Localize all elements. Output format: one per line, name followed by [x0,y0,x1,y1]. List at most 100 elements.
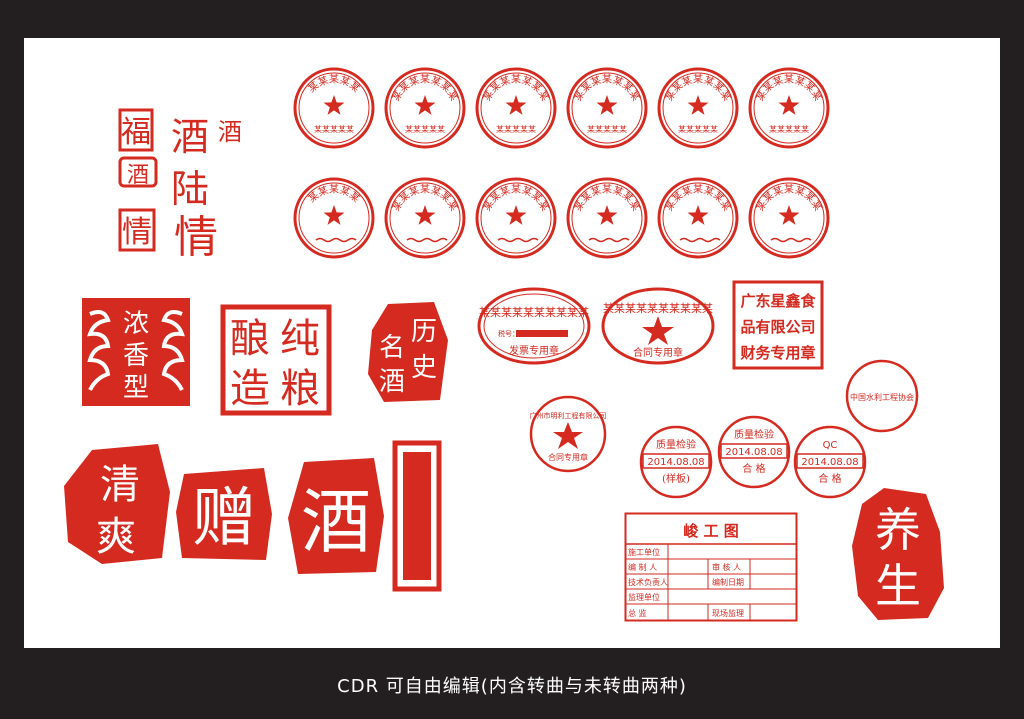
wave-pattern-icon [406,237,448,243]
round-seals-row-1: 某某某某某某某某某某某某某某某某某某某某某某某某某某某某某某某某某某某某某某某某… [293,67,830,149]
form-row-label: 编 制 人 [628,562,657,572]
star-icon [323,95,345,115]
seal-lishimingjiu: 历 史 名 酒 [368,302,448,402]
star-icon [596,205,618,225]
seal-glyph: 情 [122,215,152,250]
seal-glyph: 酒 [171,115,209,159]
form-row-label: 总 监 [628,608,647,618]
round-seal: 某某某某某某某 [657,177,739,259]
seal-chunliangniangzao: 纯 粮 酿 造 [220,304,332,416]
seal-bottom-text: 某某某某某 [314,125,354,134]
seal-glyph: 清 [100,462,140,508]
seal-glyph: 酒 [379,367,405,397]
star-icon [778,205,800,225]
qc-bottom-text: 合 格 [818,472,841,485]
seal-glyph: 养 [875,503,921,557]
small-round-seal-association: 中国水利工程协会 [845,359,919,433]
seal-qingshuang: 清 爽 [64,444,170,564]
seal-tax-label: 税号： [498,329,519,338]
star-icon [505,95,527,115]
seal-glyph: 生 [875,559,921,613]
star-icon [687,95,709,115]
seal-line: 财务专用章 [740,344,815,362]
seal-glyph: 情 [174,212,218,256]
star-icon [596,95,618,115]
qc-seal-sample: 质量检验 2014.08.08 (样板) [639,425,713,499]
seal-blank-rectangle [392,440,442,592]
seal-bottom-text: 某某某某某 [496,125,536,134]
oval-seal-invoice: 某某某某某某某某某某 税号： 发票专用章 [477,287,591,365]
seal-glyph: 香 [123,341,149,371]
seal-glyph: 造 [230,366,270,412]
star-icon [323,205,345,225]
wave-pattern-icon [315,237,357,243]
seal-glyph: 浓 [123,309,149,339]
seal-arc-text: 广州市明利工程有限公司 [530,411,607,420]
qc-date: 2014.08.08 [647,457,704,468]
seal-frame [118,208,156,252]
seal-jiu: 酒 [288,458,384,574]
seal-bottom-text: 某某某某某 [587,125,627,134]
caption: CDR 可自由编辑(内含转曲与未转曲两种) [337,676,687,697]
form-title: 峻 工 图 [683,522,738,540]
seal-glyph: 酒 [127,163,149,188]
seal-bottom-text: 合同专用章 [633,346,683,359]
wave-pattern-icon [588,237,630,243]
rect-seal-finance: 广东星鑫食 品有限公司 财务专用章 [732,280,824,370]
seal-glyph: 历 [411,317,437,347]
seal-zeng: 赠 [176,468,272,560]
round-seal: 某某某某某某某 [748,177,830,259]
round-seal: 某某某某某某某 [566,177,648,259]
seal-glyph: 福 [121,115,151,150]
calligraphy-seal-group: 福 酒 情 酒 酒 陆 情 [118,108,242,256]
completion-drawing-form: 峻 工 图 施工单位 编 制 人 审 核 人 技术负责人 编制日期 监理单位 总… [624,512,798,622]
form-row-label: 监理单位 [628,592,660,602]
qc-top-text: 质量检验 [656,438,696,451]
seal-arc-text: 某某某某某某某某某某 [479,306,589,319]
form-row-label: 编制日期 [712,577,744,587]
seal-bottom-text: 某某某某某 [405,125,445,134]
seal-arc-text: 某某某某某某某某某某 [603,302,713,315]
cloud-pattern-icon [87,310,111,391]
seal-arc-text: 某某某某某 [306,74,362,95]
round-seals-row-2: 某某某某某某某某某某某某某某某某某某某某某某某某某某某某某某某某某某某某某某某某 [293,177,830,259]
cloud-pattern-icon [161,310,185,391]
qc-date: 2014.08.08 [725,447,782,458]
seal-glyph: 粮 [280,366,320,412]
artboard: 某某某某某某某某某某某某某某某某某某某某某某某某某某某某某某某某某某某某某某某某… [24,38,1000,648]
seal-nongxiangxing: 浓 香 型 [82,298,190,406]
seal-arc-text: 中国水利工程协会 [850,392,914,402]
seal-bottom-text: 某某某某某 [769,125,809,134]
seal-frame [118,156,158,188]
seal-glyph: 酒 [218,118,242,146]
star-icon [778,95,800,115]
round-seal: 某某某某某某某 [475,177,557,259]
seal-glyph: 赠 [192,482,256,556]
seal-yangsheng: 养 生 [852,488,944,620]
tax-number-bar [516,330,568,337]
round-seal: 某某某某某某某某某某 [293,67,375,149]
qc-top-text: QC [823,440,838,451]
star-icon [687,205,709,225]
qc-seal-qc: QC 2014.08.08 合 格 [793,425,867,499]
seal-glyph: 陆 [171,167,209,211]
seal-glyph: 酿 [230,316,270,362]
oval-seal-contract: 某某某某某某某某某某 合同专用章 [601,287,715,365]
round-seal: 某某某某某 [293,177,375,259]
qc-bottom-text: (样板) [662,472,690,485]
form-row-label: 施工单位 [628,547,660,557]
seal-bottom-text: 合同专用章 [548,452,588,462]
qc-date: 2014.08.08 [801,457,858,468]
form-row-label: 技术负责人 [628,577,668,587]
seal-arc-text: 某某某某某 [306,184,362,205]
star-icon [414,95,436,115]
seal-bottom-text: 发票专用章 [509,344,559,357]
wave-pattern-icon [770,237,812,243]
seal-frame [118,108,154,152]
seal-glyph: 酒 [301,481,371,563]
